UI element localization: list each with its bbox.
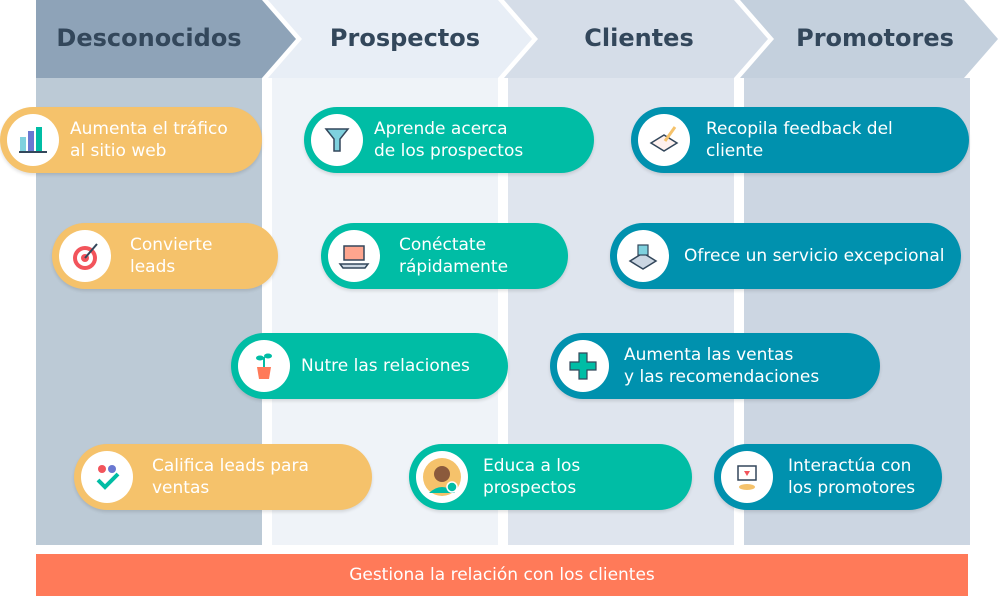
stage-label-clientes: Clientes: [584, 24, 694, 52]
notebook-icon: [638, 114, 690, 166]
action-pill-recopila: Recopila feedback del cliente: [631, 107, 969, 173]
action-text-line: Aumenta las ventas: [624, 345, 794, 365]
action-text-line: Interactúa con: [788, 456, 912, 476]
action-text-line: y las recomendaciones: [624, 367, 820, 387]
action-text-line: Ofrece un servicio excepcional: [684, 246, 945, 266]
action-text-line: Conéctate: [399, 235, 487, 255]
action-text-line: Recopila feedback del cliente: [706, 119, 893, 161]
stage-label-prospectos: Prospectos: [329, 24, 481, 52]
action-text-line: Convierte leads: [130, 235, 213, 277]
action-text-line: Nutre las relaciones: [301, 356, 470, 376]
chevron-clientes: [504, 0, 768, 78]
action-text-line: Aumenta el tráfico: [70, 119, 228, 139]
checklist-icon: [81, 451, 133, 503]
target-icon: [59, 230, 111, 282]
action-text-line: los promotores: [788, 478, 916, 498]
action-text-line: de los prospectos: [374, 141, 524, 161]
analytics-icon: [7, 114, 59, 166]
action-text-line: Educa a los prospectos: [483, 456, 581, 498]
chevron-desconocidos: [36, 0, 296, 78]
action-text-line: Aprende acerca: [374, 119, 508, 139]
action-pill-nutre: Nutre las relaciones: [231, 333, 508, 399]
action-text-line: al sitio web: [70, 141, 167, 161]
service-desk-icon: [617, 230, 669, 282]
stage-label-desconocidos: Desconocidos: [56, 24, 242, 52]
action-text-line: Califica leads para ventas: [152, 456, 309, 498]
funnel-icon: [311, 114, 363, 166]
action-pill-educa: Educa a los prospectos: [409, 444, 692, 510]
megaphone-icon: [721, 451, 773, 503]
stage-chevrons: [36, 0, 998, 78]
plant-icon: [238, 340, 290, 392]
avatar-icon: [416, 451, 468, 503]
chevron-prospectos: [268, 0, 532, 78]
footer-bar-gestiona: Gestiona la relación con los clientes: [36, 554, 968, 596]
action-pill-ofrece: Ofrece un servicio excepcional: [610, 223, 961, 289]
plus-icon: [557, 340, 609, 392]
stage-label-promotores: Promotores: [796, 24, 954, 52]
chevron-promotores: [740, 0, 998, 78]
action-text-line: rápidamente: [399, 257, 509, 277]
action-pill-califica: Califica leads para ventas: [74, 444, 372, 510]
action-pill-convierte: Convierte leads: [52, 223, 278, 289]
laptop-icon: [328, 230, 380, 282]
